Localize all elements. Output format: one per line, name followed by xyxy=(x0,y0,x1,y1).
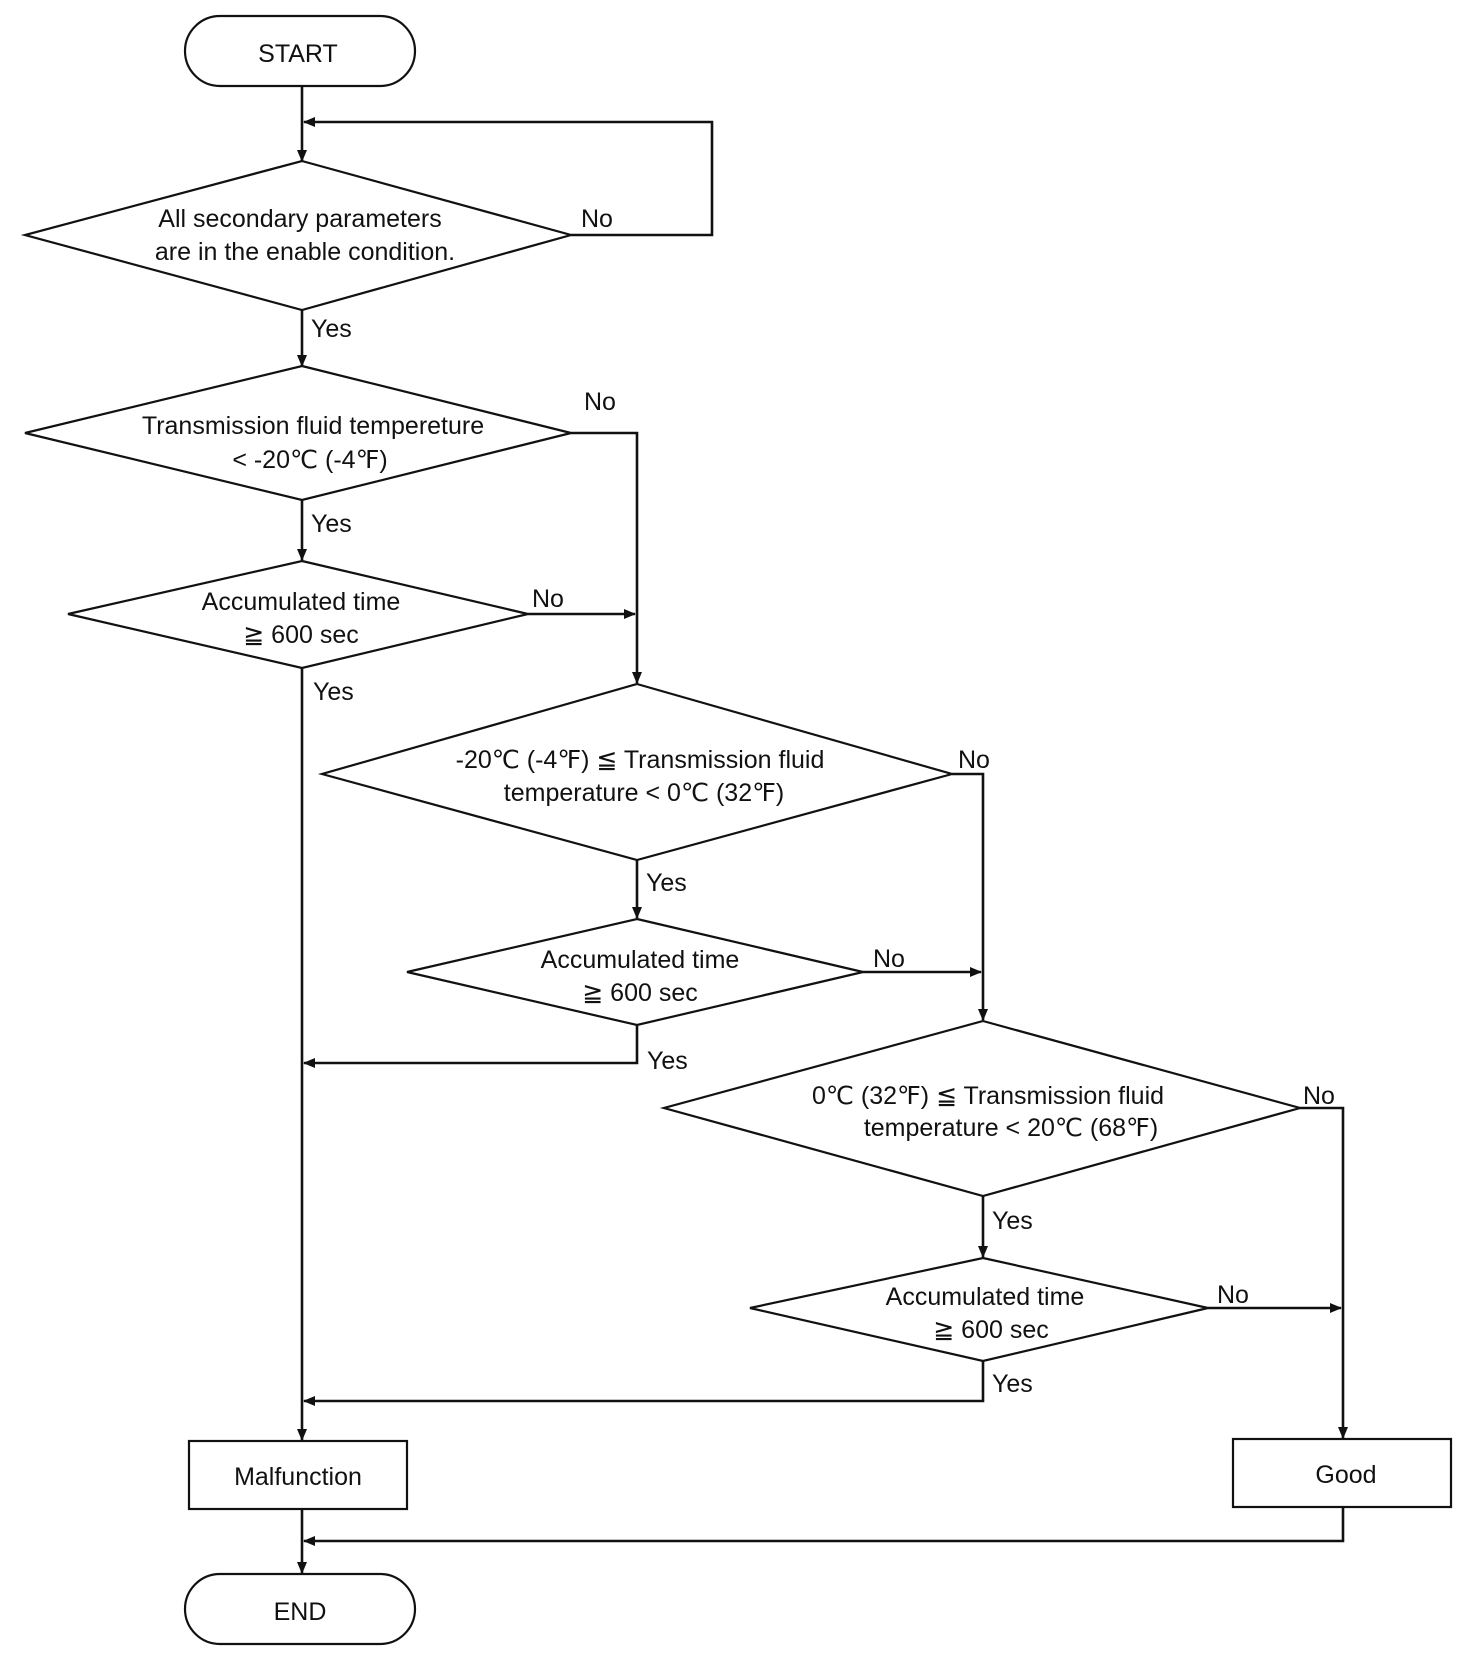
label-d1-yes: Yes xyxy=(311,315,352,343)
result-malfunction-box xyxy=(187,1439,409,1511)
connectors xyxy=(297,87,1348,1574)
label-d5-yes: Yes xyxy=(647,1047,688,1075)
end-label: END xyxy=(274,1598,327,1626)
loop-d1-no xyxy=(303,117,714,237)
label-d6-yes: Yes xyxy=(992,1207,1033,1235)
decision-6-line-1: 0℃ (32℉) ≦ Transmission fluid xyxy=(812,1082,1164,1110)
decision-2-line-1: Transmission fluid tempereture xyxy=(142,412,484,440)
label-d4-no: No xyxy=(958,746,990,774)
label-d7-yes: Yes xyxy=(992,1370,1033,1398)
good-label: Good xyxy=(1315,1461,1376,1489)
label-d2-no: No xyxy=(584,388,616,416)
label-d3-yes: Yes xyxy=(313,678,354,706)
decision-secondary-parameters xyxy=(20,159,576,312)
arrow-d2-no-to-d4 xyxy=(571,431,642,684)
arrow-d6-no-to-good xyxy=(1300,1106,1348,1439)
label-d6-no: No xyxy=(1303,1082,1335,1110)
label-d2-yes: Yes xyxy=(311,510,352,538)
decision-7-line-1: Accumulated time xyxy=(886,1283,1085,1311)
start-label: START xyxy=(258,40,338,68)
decision-3-line-1: Accumulated time xyxy=(202,588,401,616)
malfunction-label: Malfunction xyxy=(234,1463,362,1491)
decision-temp-minus20-to-0 xyxy=(317,682,957,862)
decision-2-line-2: < -20℃ (-4℉) xyxy=(232,446,387,474)
start-terminal xyxy=(183,14,417,88)
decision-4-line-1: -20℃ (-4℉) ≦ Transmission fluid xyxy=(456,746,825,774)
label-d3-no: No xyxy=(532,585,564,613)
end-terminal xyxy=(183,1572,417,1646)
decision-4-line-2: temperature < 0℃ (32℉) xyxy=(504,779,784,807)
arrow-d4-no-to-d6 xyxy=(952,772,988,1021)
arrow-d7-yes xyxy=(303,1361,985,1406)
decision-accumulated-time-2 xyxy=(406,917,864,1027)
decision-1-line-1: All secondary parameters xyxy=(158,205,441,233)
decision-5-line-2: ≧ 600 sec xyxy=(582,979,697,1007)
decision-temp-below-minus20 xyxy=(24,364,572,502)
decision-temp-0-to-20 xyxy=(659,1019,1305,1198)
label-d1-no: No xyxy=(581,205,613,233)
arrow-d5-yes xyxy=(303,1025,639,1068)
label-d7-no: No xyxy=(1217,1281,1249,1309)
arrow-good-to-end xyxy=(303,1508,1345,1546)
decision-accumulated-time-3 xyxy=(749,1256,1209,1363)
decision-6-line-2: temperature < 20℃ (68℉) xyxy=(864,1114,1158,1142)
decision-accumulated-time-1 xyxy=(67,559,529,670)
label-d5-no: No xyxy=(873,945,905,973)
label-d4-yes: Yes xyxy=(646,869,687,897)
decision-5-line-1: Accumulated time xyxy=(541,946,740,974)
decision-3-line-2: ≧ 600 sec xyxy=(243,621,358,649)
result-good-box xyxy=(1231,1437,1453,1509)
decision-1-line-2: are in the enable condition. xyxy=(155,238,455,266)
decision-7-line-2: ≧ 600 sec xyxy=(933,1316,1048,1344)
